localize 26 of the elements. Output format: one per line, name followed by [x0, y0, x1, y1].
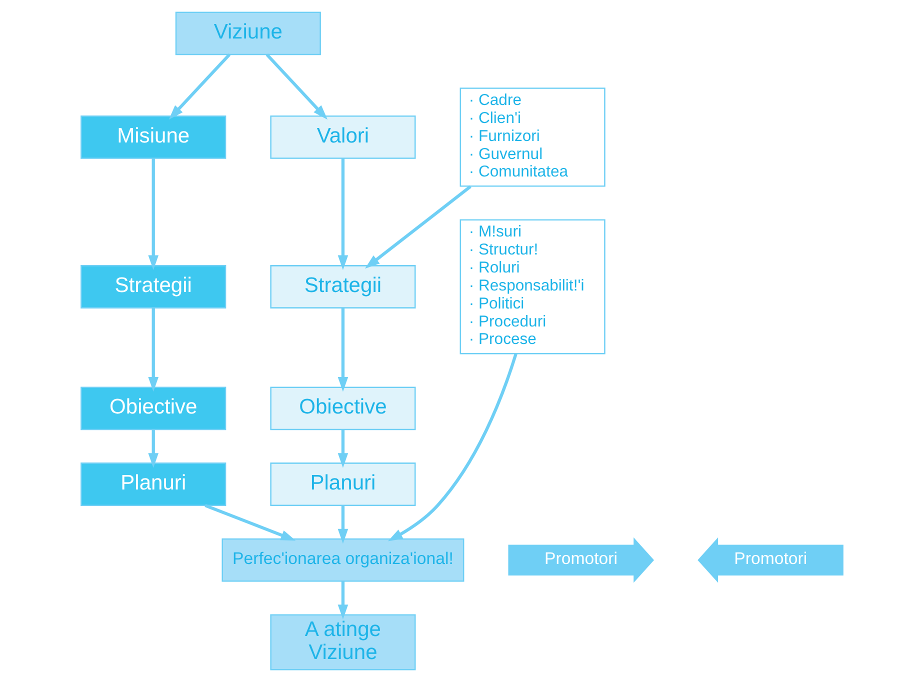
arrow	[148, 430, 159, 468]
node-box: Planuri	[270, 462, 416, 506]
node-box: · Cadre · Clien'i · Furnizori · Guvernul · Comunitatea	[460, 88, 606, 187]
arrow	[338, 308, 348, 392]
node-box: Viziune	[175, 12, 321, 56]
arrow	[148, 158, 159, 270]
arrow	[388, 353, 518, 542]
node-box: · M!suri · Structur! · Roluri · Responsabilit!'i · Politici · Proceduri · Procese	[460, 219, 606, 354]
node-box: Valori	[270, 115, 416, 159]
node-box: Planuri	[80, 462, 226, 506]
arrow	[266, 53, 328, 120]
node-box: Strategii	[270, 265, 416, 308]
node-box: Obiective	[80, 386, 226, 430]
arrow	[338, 581, 348, 620]
arrow	[204, 504, 296, 541]
arrow	[148, 308, 159, 392]
arrow	[364, 185, 472, 269]
arrow	[338, 430, 348, 468]
arrow	[338, 158, 348, 270]
arrow	[338, 505, 348, 544]
node-box: A atinge Viziune	[270, 614, 416, 670]
arrow	[168, 53, 231, 120]
node-box: Strategii	[80, 265, 226, 308]
node-box: Perfec'ionarea organiza'ional!	[222, 538, 464, 582]
node-box: Obiective	[270, 386, 416, 430]
node-box: Misiune	[80, 115, 226, 159]
